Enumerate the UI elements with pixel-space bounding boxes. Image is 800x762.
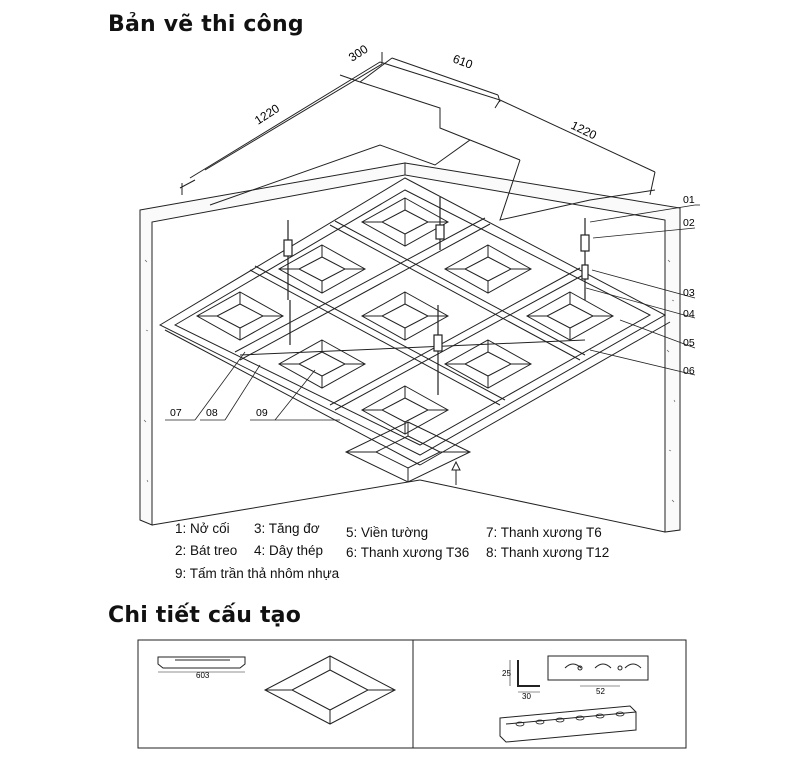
wall-texture [143,259,676,503]
main-runner-1 [234,217,486,353]
legend-item-4: 4: Dây thép [254,543,324,558]
insert-arrow [451,460,461,485]
dim-1220-left: 1220 [252,101,282,127]
legend-item-3: 3: Tăng đơ [254,521,320,536]
callout-01: 01 [683,194,695,206]
panel-profile [157,656,246,669]
legend-item-5: 5: Viền tường [346,525,429,540]
callout-leaders [165,204,700,421]
ceiling-grid-outline [158,177,667,456]
legend-item-9: 9: Tấm trần thả nhôm nhựa [175,566,340,581]
callout-08: 08 [206,407,218,419]
legend-item-7: 7: Thanh xương T6 [486,525,602,540]
callout-03: 03 [683,287,695,299]
callout-06: 06 [683,365,695,377]
runner-iso [499,705,637,743]
callout-05: 05 [683,337,695,349]
dim-52: 52 [596,687,605,696]
cross-runner-2 [329,224,581,361]
cross-runner-1 [249,269,501,406]
dim-603: 603 [196,671,210,680]
callout-04: 04 [683,308,695,320]
construction-drawing-title: Bản vẽ thi công [108,12,304,37]
detail-box [137,639,687,749]
structure-detail-title: Chi tiết cấu tạo [108,603,302,628]
wall-angle-section [517,660,540,687]
callout-02: 02 [683,217,695,229]
main-runner-2 [329,267,581,406]
legend-item-1: 1: Nở cối [175,521,230,536]
ceiling-panels [195,197,615,435]
legend-item-2: 2: Bát treo [175,543,238,558]
runner-front [547,655,649,681]
legend-item-6: 6: Thanh xương T36 [346,545,470,560]
legend-item-8: 8: Thanh xương T12 [486,545,610,560]
dim-300: 300 [346,42,371,65]
hangers [283,197,590,395]
dim-30: 30 [522,692,531,701]
callout-07: 07 [170,407,182,419]
dim-610: 610 [451,52,475,72]
dim-25: 25 [502,669,511,678]
dimension-frame-left [189,61,501,179]
callout-09: 09 [256,407,268,419]
